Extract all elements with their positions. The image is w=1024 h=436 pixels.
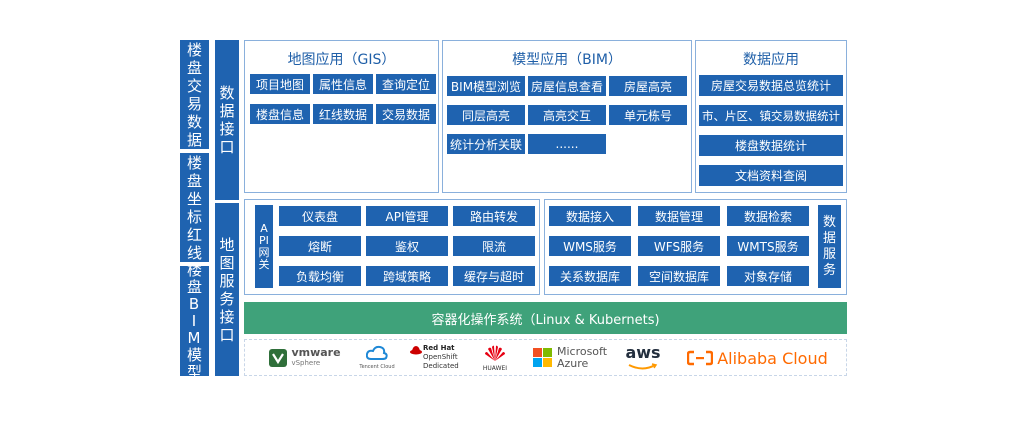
bim-button-unit-number[interactable]: 单元栋号 — [609, 105, 687, 125]
redhat-logo: Red Hat OpenShift Dedicated — [410, 344, 462, 374]
bim-button-floor-highlight[interactable]: 同层高亮 — [447, 105, 525, 125]
left-block-label: 楼盘坐标红线 — [187, 153, 204, 262]
service-button-ingest[interactable]: 数据接入 — [549, 206, 631, 226]
bim-button-statistics[interactable]: 统计分析关联 — [447, 134, 525, 154]
gateway-button-cors[interactable]: 跨域策略 — [366, 266, 448, 286]
openshift-wordmark: OpenShift — [423, 353, 458, 361]
huawei-icon — [485, 345, 505, 361]
left-block-label: 楼盘交易数据 — [187, 40, 204, 149]
data-services-panel: 数据接入 数据管理 数据检索 WMS服务 WFS服务 WMTS服务 关系数据库 … — [544, 199, 847, 295]
data-interface-label: 数据接口 — [219, 84, 236, 156]
service-button-relational-db[interactable]: 关系数据库 — [549, 266, 631, 286]
map-service-interface-label: 地图服务接口 — [219, 235, 236, 344]
data-app-panel-title: 数据应用 — [743, 52, 799, 68]
gis-button-redline[interactable]: 红线数据 — [313, 104, 373, 124]
bim-panel: 模型应用（BIM） BIM模型浏览 房屋信息查看 房屋高亮 同层高亮 高亮交互 … — [442, 40, 692, 193]
gis-panel: 地图应用（GIS） 项目地图 属性信息 查询定位 楼盘信息 红线数据 交易数据 — [244, 40, 439, 193]
left-block-label: 楼盘BIM模型 — [187, 260, 204, 381]
data-app-panel: 数据应用 房屋交易数据总览统计 市、片区、镇交易数据统计 楼盘数据统计 文档资料… — [695, 40, 847, 193]
bim-button-house-highlight[interactable]: 房屋高亮 — [609, 76, 687, 96]
gateway-button-api-manage[interactable]: API管理 — [366, 206, 448, 226]
microsoft-wordmark: Microsoft — [556, 345, 608, 358]
gateway-button-auth[interactable]: 鉴权 — [366, 236, 448, 256]
service-button-search[interactable]: 数据检索 — [727, 206, 809, 226]
left-block-trading-data: 楼盘交易数据 — [180, 40, 209, 149]
tencent-logo: Tencent Cloud — [357, 343, 397, 375]
service-button-object-storage[interactable]: 对象存储 — [727, 266, 809, 286]
azure-wordmark: Azure — [556, 357, 589, 370]
gateway-button-circuit-break[interactable]: 熔断 — [279, 236, 361, 256]
alibaba-cloud-logo: Alibaba Cloud — [685, 345, 830, 371]
left-block-coordinates: 楼盘坐标红线 — [180, 153, 209, 262]
gis-button-project-map[interactable]: 项目地图 — [250, 74, 310, 94]
redhat-wordmark: Red Hat — [423, 344, 455, 352]
bim-button-browse[interactable]: BIM模型浏览 — [447, 76, 525, 96]
tencent-cloud-icon — [366, 345, 388, 360]
huawei-wordmark: HUAWEI — [482, 365, 508, 372]
api-gateway-label: API网关 — [258, 221, 270, 271]
data-services-label-block: 数据服务 — [818, 205, 841, 288]
gis-button-query[interactable]: 查询定位 — [376, 74, 436, 94]
bim-button-more[interactable]: ...... — [528, 134, 606, 154]
gateway-button-load-balance[interactable]: 负载均衡 — [279, 266, 361, 286]
data-button-documents[interactable]: 文档资料查阅 — [699, 165, 843, 186]
service-button-wfs[interactable]: WFS服务 — [638, 236, 720, 256]
alibaba-icon — [687, 350, 714, 366]
data-interface-block: 数据接口 — [215, 40, 239, 200]
gateway-button-cache-timeout[interactable]: 缓存与超时 — [453, 266, 535, 286]
gis-button-attributes[interactable]: 属性信息 — [313, 74, 373, 94]
service-button-wms[interactable]: WMS服务 — [549, 236, 631, 256]
data-services-label: 数据服务 — [823, 214, 837, 278]
bim-panel-title: 模型应用（BIM） — [512, 52, 622, 68]
gateway-button-rate-limit[interactable]: 限流 — [453, 236, 535, 256]
vmware-icon — [269, 349, 288, 367]
service-button-wmts[interactable]: WMTS服务 — [727, 236, 809, 256]
bim-button-highlight-interact[interactable]: 高亮交互 — [528, 105, 606, 125]
cloud-logos-strip: vmware vSphere Tencent Cloud Red Hat Ope… — [244, 339, 847, 376]
gateway-button-routing[interactable]: 路由转发 — [453, 206, 535, 226]
container-os-bar: 容器化操作系统（Linux & Kubernets) — [244, 302, 847, 334]
map-service-interface-block: 地图服务接口 — [215, 203, 239, 376]
data-button-district-stats[interactable]: 市、片区、镇交易数据统计 — [699, 105, 843, 126]
alibaba-wordmark: Alibaba Cloud — [717, 348, 828, 368]
vmware-wordmark: vmware — [291, 346, 341, 359]
data-button-trade-overview[interactable]: 房屋交易数据总览统计 — [699, 75, 843, 96]
left-block-bim-model: 楼盘BIM模型 — [180, 261, 209, 380]
data-button-building-stats[interactable]: 楼盘数据统计 — [699, 135, 843, 156]
huawei-logo: HUAWEI — [478, 344, 512, 374]
dedicated-wordmark: Dedicated — [423, 362, 459, 370]
gateway-button-dashboard[interactable]: 仪表盘 — [279, 206, 361, 226]
aws-wordmark: aws — [625, 343, 661, 362]
microsoft-azure-logo: Microsoft Azure — [530, 345, 610, 371]
service-button-spatial-db[interactable]: 空间数据库 — [638, 266, 720, 286]
service-button-manage[interactable]: 数据管理 — [638, 206, 720, 226]
gis-button-trade-data[interactable]: 交易数据 — [376, 104, 436, 124]
gis-panel-title: 地图应用（GIS） — [287, 52, 396, 68]
api-gateway-label-block: API网关 — [255, 205, 273, 288]
vmware-subtitle: vSphere — [291, 359, 321, 367]
redhat-icon — [410, 346, 422, 355]
microsoft-icon — [532, 348, 552, 367]
aws-smile-icon — [628, 363, 658, 370]
tencent-wordmark: Tencent Cloud — [359, 364, 395, 370]
gis-button-building-info[interactable]: 楼盘信息 — [250, 104, 310, 124]
api-gateway-panel: API网关 仪表盘 API管理 路由转发 熔断 鉴权 限流 负载均衡 跨域策略 … — [244, 199, 540, 295]
bim-button-house-info[interactable]: 房屋信息查看 — [528, 76, 606, 96]
aws-logo: aws — [623, 343, 663, 375]
vmware-logo: vmware vSphere — [267, 345, 342, 371]
